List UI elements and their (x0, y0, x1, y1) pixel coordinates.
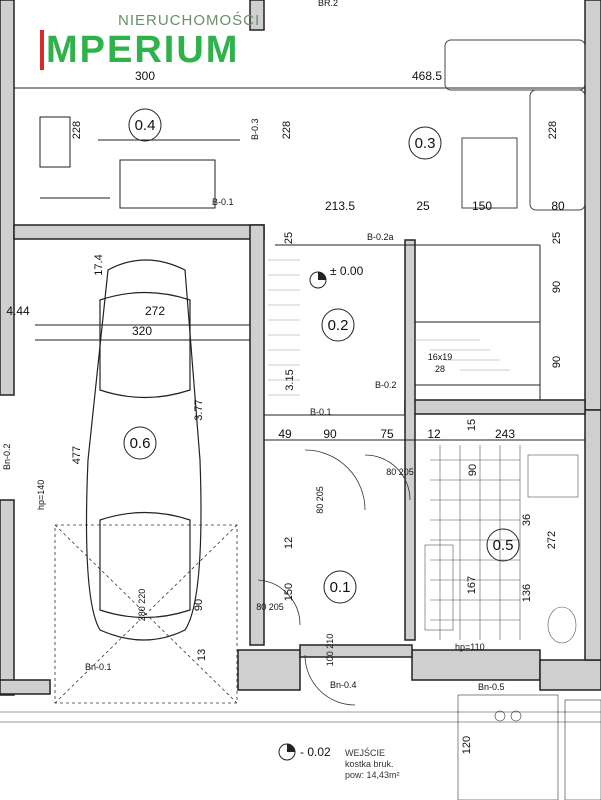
interior-lines (14, 87, 585, 441)
tag-bn01: Bn-0.1 (85, 662, 112, 672)
level-markers: ± 0.00 - 0.02 (278, 264, 364, 761)
tag-b02a: B-0.2a (367, 232, 394, 242)
dim-90-stair1: 90 (551, 281, 563, 293)
dim-13: 13 (196, 649, 208, 661)
dim-228-right: 228 (547, 121, 559, 139)
room-labels: 0.4 0.3 0.2 0.6 0.5 0.1 (123, 108, 520, 604)
tag-bn02: Bn-0.2 (2, 443, 12, 470)
door-swings (257, 449, 411, 706)
dim-150: 150 (472, 199, 492, 213)
dimensions: 300 468.5 228 228 228 213.5 25 150 80 27… (6, 69, 565, 754)
dim-167: 167 (466, 576, 478, 594)
dim-15: 15 (466, 419, 478, 431)
entrance-title: WEJŚCIE (345, 748, 386, 758)
room-0.3-label: 0.3 (415, 135, 436, 152)
logo-subtitle: NIERUCHOMOŚCI (118, 12, 261, 29)
dim-300: 300 (135, 69, 155, 83)
stairs-treads (268, 259, 510, 396)
stairs-steps: 16x19 (428, 352, 453, 362)
dim-12-hall: 12 (283, 537, 295, 549)
dim-468.5: 468.5 (412, 69, 442, 83)
dim-90-stair2: 90 (551, 356, 563, 368)
room-0.1-label: 0.1 (330, 579, 351, 596)
dim-477: 477 (71, 446, 83, 464)
tag-hp110: hp=110 (455, 642, 485, 652)
door-100-210: 100 210 (325, 634, 335, 667)
dim-272: 272 (145, 304, 165, 318)
terrace (0, 694, 601, 800)
dim-17.4: 17.4 (93, 254, 105, 275)
door-labels: 80 205 80 205 80 205 100 210 280 220 (137, 467, 414, 666)
garage-door (54, 524, 238, 704)
dim-3.15: 3.15 (284, 369, 296, 390)
logo: I MPERIUM (40, 28, 239, 72)
door-80-205-c: 80 205 (256, 602, 284, 612)
dim-320: 320 (132, 324, 152, 338)
dim-4.44: 4.44 (6, 304, 30, 318)
dim-75: 75 (380, 427, 394, 441)
dim-136: 136 (521, 584, 533, 602)
dim-120: 120 (461, 736, 473, 754)
dim-25-left: 25 (283, 232, 295, 244)
stairs-run: 28 (435, 364, 445, 374)
dim-228-left: 228 (71, 121, 83, 139)
car (85, 259, 202, 641)
room-0.2-label: 0.2 (328, 317, 349, 334)
tag-b01-b: B-0.1 (310, 407, 332, 417)
logo-brand: MPERIUM (46, 28, 240, 71)
room-0.4-label: 0.4 (135, 117, 156, 134)
entrance-material: kostka bruk. (345, 759, 394, 769)
dim-12: 12 (427, 427, 441, 441)
tag-bn04: Bn-0.4 (330, 680, 357, 690)
door-80-205-b: 80 205 (386, 467, 414, 477)
room-0.6-label: 0.6 (130, 435, 151, 452)
dim-228-mid: 228 (281, 121, 293, 139)
tag-b01-a: B-0.1 (212, 197, 234, 207)
dim-90-garage: 90 (193, 599, 205, 611)
entrance-note: WEJŚCIE kostka bruk. pow: 14,43m² (345, 748, 400, 781)
tag-b03: B-0.3 (250, 118, 260, 140)
dim-213.5: 213.5 (325, 199, 355, 213)
tag-b02: B-0.2 (375, 380, 397, 390)
entrance-area: pow: 14,43m² (345, 770, 400, 780)
dim-3.77: 3.77 (193, 399, 205, 420)
level-outside: - 0.02 (300, 745, 331, 759)
dim-90-bath: 90 (467, 464, 479, 476)
tag-bn05: Bn-0.5 (478, 682, 505, 692)
bathroom-tiles (424, 445, 579, 644)
dim-49: 49 (278, 427, 292, 441)
dim-80: 80 (551, 199, 565, 213)
dim-36: 36 (521, 514, 533, 526)
tag-top: BR.2 (318, 0, 338, 8)
dim-90-hall: 90 (323, 427, 337, 441)
door-80-205-a: 80 205 (315, 486, 325, 514)
dim-25-right: 25 (551, 232, 563, 244)
tag-hp140: hp=140 (36, 480, 46, 510)
sofa (444, 39, 586, 211)
garage-door-280-220: 280 220 (137, 589, 147, 622)
logo-bar (40, 30, 44, 70)
dim-150-door: 150 (283, 583, 295, 601)
level-main: ± 0.00 (330, 264, 364, 278)
beam-tags: B-0.1 B-0.1 B-0.2a B-0.2 B-0.3 Bn-0.1 Bn… (2, 0, 505, 692)
dim-243: 243 (495, 427, 515, 441)
room-0.5-label: 0.5 (493, 537, 514, 554)
dim-25: 25 (416, 199, 430, 213)
dim-272-bath: 272 (546, 531, 558, 549)
